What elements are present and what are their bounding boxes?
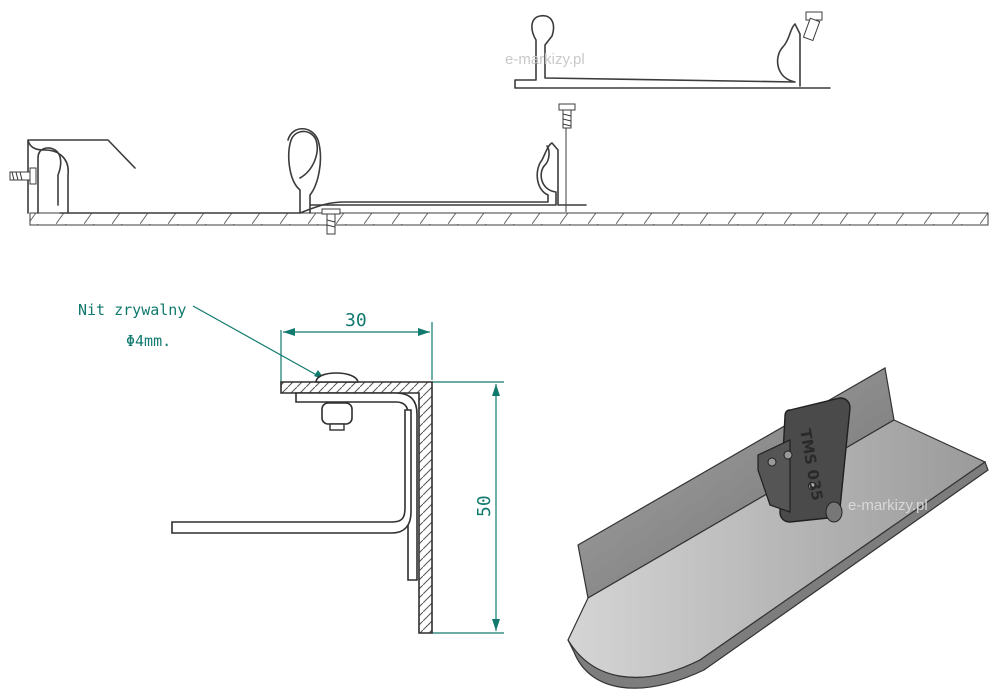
dim-height-value: 50 (474, 495, 495, 517)
upper-profile (514, 14, 831, 89)
roof-section-view: e-markizy.pl (9, 11, 989, 235)
center-rivet (321, 208, 341, 235)
dim-width-value: 30 (345, 310, 367, 331)
left-edge-profile (27, 139, 136, 214)
dim-width-arrow-right (418, 328, 430, 336)
angle-bracket (280, 381, 433, 634)
callout-line2: Φ4mm. (126, 332, 171, 350)
watermark-bottom: e-markizy.pl (848, 497, 928, 514)
bracket-section-view: Nit zrywalny Φ4mm. 30 50 (78, 301, 504, 634)
render-rivet (825, 501, 843, 523)
callout-line1: Nit zrywalny (78, 301, 186, 319)
render-clip-base (757, 439, 791, 513)
callout-leader (192, 305, 323, 379)
dim-height-arrow-top (492, 384, 500, 396)
inner-sheet (295, 392, 418, 581)
render-hole-3 (808, 482, 816, 490)
top-screw-lower (558, 103, 576, 129)
render-front-edge (567, 461, 989, 689)
middle-seam-profile (59, 127, 557, 214)
watermark-top: e-markizy.pl (505, 51, 585, 68)
dim-height-arrow-bottom (492, 619, 500, 631)
base-plate (29, 212, 989, 226)
render-hole-1 (783, 450, 793, 460)
left-screw (9, 167, 37, 185)
dim-width-arrow-left (283, 328, 295, 336)
horizontal-sheet (171, 409, 412, 534)
middle-sheet (299, 142, 587, 214)
bracket-3d-render: TMS 035 e-markizy.pl (567, 367, 989, 689)
render-hole-2 (767, 457, 777, 467)
blind-rivet (315, 372, 359, 431)
top-screw-upper (802, 11, 823, 42)
